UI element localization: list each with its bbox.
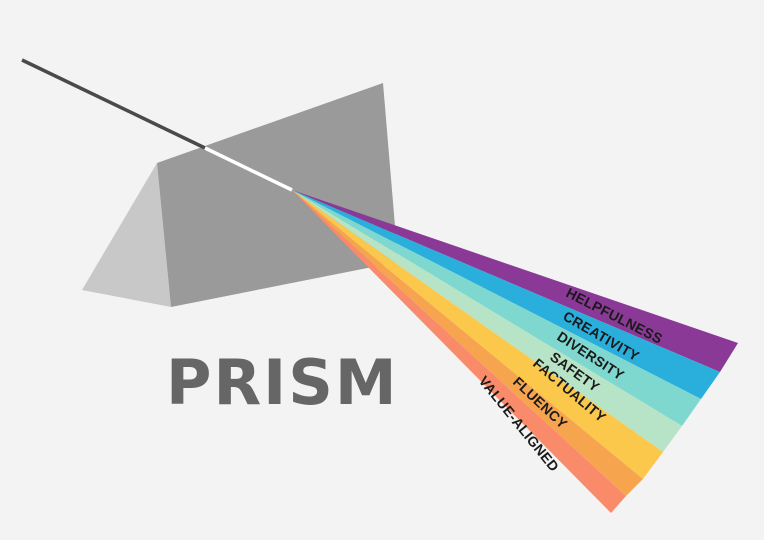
beam-creativity xyxy=(292,190,720,399)
beam-helpfulness xyxy=(292,190,738,372)
incoming-light-beam xyxy=(21,58,206,150)
prism-left-face xyxy=(82,163,171,307)
beam-factuality xyxy=(292,190,663,479)
beam-fluency xyxy=(292,190,643,496)
beam-value-aligned xyxy=(292,190,626,513)
prism-main-face xyxy=(157,83,398,307)
beam-diversity xyxy=(292,190,701,426)
page-title: PRISM xyxy=(166,346,399,419)
beam-safety xyxy=(292,190,682,452)
inner-light-beam xyxy=(204,146,293,192)
dispersed-beams xyxy=(292,190,738,513)
